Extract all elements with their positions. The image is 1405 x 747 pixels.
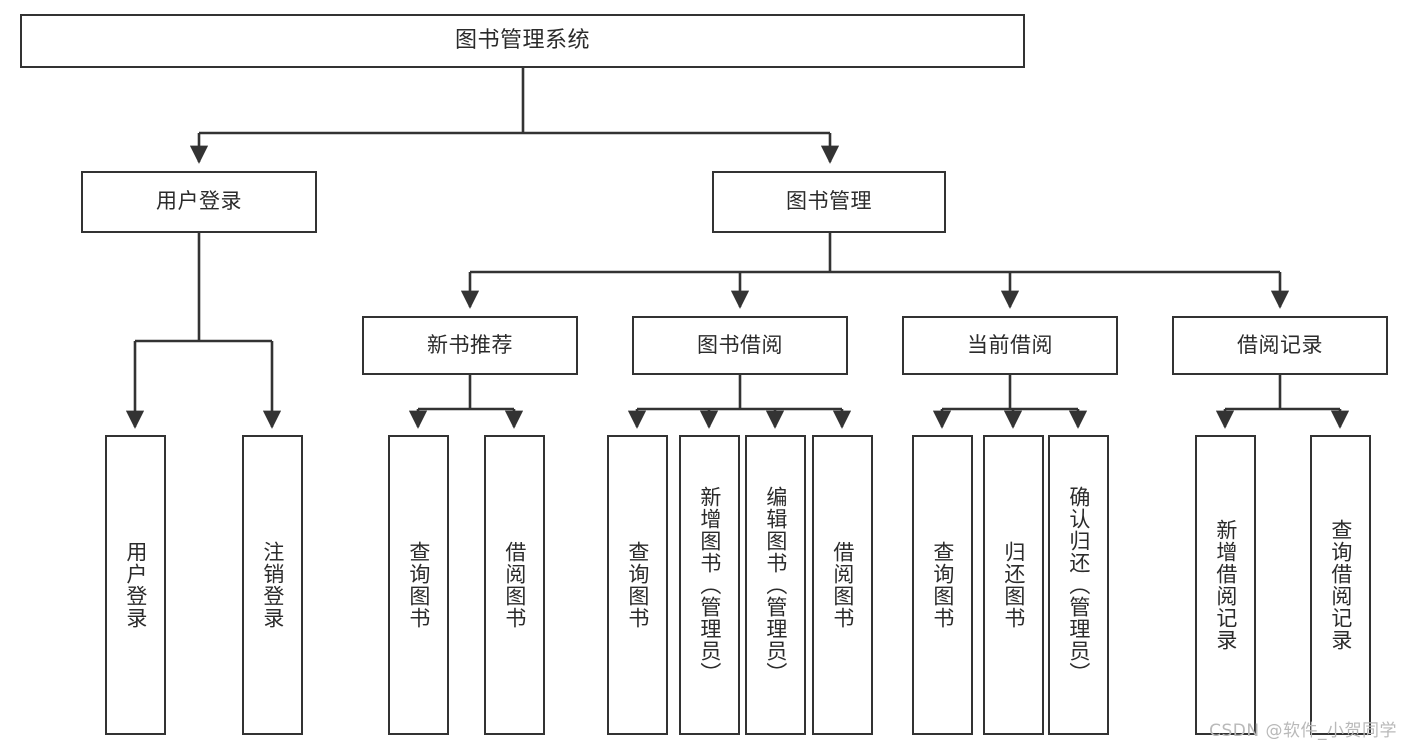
node-leaf-user-logout-label: 注销登录 <box>260 541 285 629</box>
node-leaf-query-book-3-label: 查询图书 <box>930 541 955 629</box>
edges-currentborrow-to-leaves <box>932 375 1088 429</box>
node-leaf-borrow-book-1[interactable]: 借阅图书 <box>484 435 545 735</box>
node-leaf-borrow-book-1-label: 借阅图书 <box>502 541 527 629</box>
node-leaf-borrow-book-2-label: 借阅图书 <box>830 541 855 629</box>
node-leaf-return-book-label: 归还图书 <box>1001 541 1026 629</box>
node-leaf-add-borrow-record[interactable]: 新增借阅记录 <box>1195 435 1256 735</box>
edges-root-to-level2 <box>189 68 840 164</box>
edges-newbook-to-leaves <box>408 375 524 429</box>
node-leaf-query-book-1-label: 查询图书 <box>406 541 431 629</box>
node-root-label: 图书管理系统 <box>454 27 590 53</box>
node-current-borrow[interactable]: 当前借阅 <box>902 316 1118 375</box>
node-leaf-add-book-admin-label: 新增图书（管理员） <box>697 486 722 684</box>
node-leaf-query-book-2-label: 查询图书 <box>625 541 650 629</box>
edges-bookborrow-to-leaves <box>627 375 852 429</box>
node-leaf-return-book[interactable]: 归还图书 <box>983 435 1044 735</box>
edges-borrowrecord-to-leaves <box>1215 375 1350 429</box>
node-leaf-edit-book-admin[interactable]: 编辑图书（管理员） <box>745 435 806 735</box>
node-book-borrow[interactable]: 图书借阅 <box>632 316 848 375</box>
edges-userlogin-to-leaves <box>125 233 282 429</box>
node-book-manage[interactable]: 图书管理 <box>712 171 946 233</box>
node-user-login[interactable]: 用户登录 <box>81 171 317 233</box>
edges-bookmanage-to-level3 <box>460 233 1290 309</box>
node-leaf-confirm-return-admin-label: 确认归还（管理员） <box>1066 486 1091 684</box>
node-leaf-user-login-label: 用户登录 <box>123 541 148 629</box>
node-leaf-confirm-return-admin[interactable]: 确认归还（管理员） <box>1048 435 1109 735</box>
node-book-manage-label: 图书管理 <box>786 189 872 214</box>
node-new-book-rec[interactable]: 新书推荐 <box>362 316 578 375</box>
node-leaf-query-book-2[interactable]: 查询图书 <box>607 435 668 735</box>
node-current-borrow-label: 当前借阅 <box>967 332 1053 357</box>
node-book-borrow-label: 图书借阅 <box>697 332 783 357</box>
node-leaf-user-logout[interactable]: 注销登录 <box>242 435 303 735</box>
node-leaf-query-book-1[interactable]: 查询图书 <box>388 435 449 735</box>
node-leaf-query-book-3[interactable]: 查询图书 <box>912 435 973 735</box>
node-leaf-user-login[interactable]: 用户登录 <box>105 435 166 735</box>
node-leaf-edit-book-admin-label: 编辑图书（管理员） <box>763 486 788 684</box>
node-user-login-label: 用户登录 <box>156 189 242 214</box>
node-borrow-record-label: 借阅记录 <box>1237 332 1323 357</box>
node-root[interactable]: 图书管理系统 <box>20 14 1025 68</box>
node-leaf-add-borrow-record-label: 新增借阅记录 <box>1213 519 1238 651</box>
node-borrow-record[interactable]: 借阅记录 <box>1172 316 1388 375</box>
node-leaf-query-borrow-record[interactable]: 查询借阅记录 <box>1310 435 1371 735</box>
node-leaf-borrow-book-2[interactable]: 借阅图书 <box>812 435 873 735</box>
node-leaf-query-borrow-record-label: 查询借阅记录 <box>1328 519 1353 651</box>
watermark-text: CSDN @软件_小贺同学 <box>1209 721 1397 741</box>
node-leaf-add-book-admin[interactable]: 新增图书（管理员） <box>679 435 740 735</box>
node-new-book-rec-label: 新书推荐 <box>427 332 513 357</box>
